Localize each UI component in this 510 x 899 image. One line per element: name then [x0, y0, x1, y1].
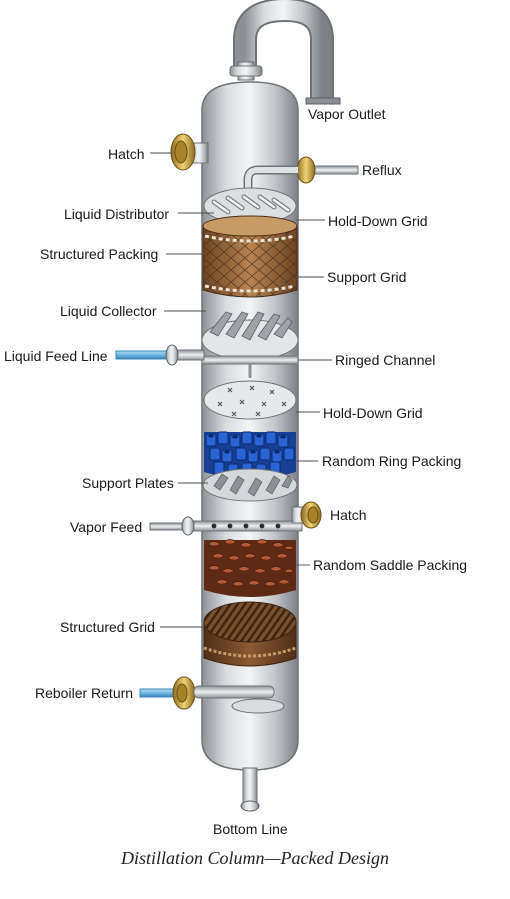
label-random-ring-packing: Random Ring Packing — [322, 453, 462, 469]
label-liquid-distributor: Liquid Distributor — [64, 206, 170, 222]
hold-down-grid-middle — [203, 380, 297, 420]
label-ringed-channel: Ringed Channel — [335, 352, 436, 368]
label-bottom-line: Bottom Line — [213, 821, 288, 837]
structured-grid — [203, 601, 297, 667]
liquid-feed-line — [115, 344, 205, 366]
liquid-collector — [201, 311, 299, 378]
label-structured-grid: Structured Grid — [60, 619, 155, 635]
reboiler-return-pipe — [139, 676, 285, 714]
label-hold-down-grid-top: Hold-Down Grid — [328, 213, 428, 229]
label-liquid-feed-line: Liquid Feed Line — [4, 348, 108, 364]
label-hold-down-grid-middle: Hold-Down Grid — [323, 405, 423, 421]
random-saddle-packing — [204, 539, 296, 597]
diagram-caption: Distillation Column—Packed Design — [121, 848, 389, 868]
label-support-plates: Support Plates — [82, 475, 174, 491]
bottom-line-pipe — [240, 767, 260, 812]
label-liquid-collector: Liquid Collector — [60, 303, 157, 319]
label-structured-packing: Structured Packing — [40, 246, 159, 262]
reflux-pipe — [243, 156, 359, 210]
label-hatch-middle: Hatch — [330, 507, 367, 523]
vapor-outlet-pipe — [229, 0, 341, 105]
label-vapor-outlet: Vapor Outlet — [308, 106, 386, 122]
label-reboiler-return: Reboiler Return — [35, 685, 134, 701]
label-vapor-feed: Vapor Feed — [70, 519, 143, 535]
label-hatch-top: Hatch — [108, 146, 145, 162]
top-hatch — [170, 133, 209, 171]
middle-hatch — [291, 501, 322, 529]
structured-packing — [202, 215, 298, 298]
leader-lines — [150, 152, 332, 628]
label-reflux: Reflux — [362, 162, 402, 178]
support-plates — [202, 468, 298, 502]
label-random-saddle-packing: Random Saddle Packing — [313, 557, 468, 573]
label-support-grid: Support Grid — [327, 269, 407, 285]
vapor-feed-pipe — [149, 516, 303, 536]
